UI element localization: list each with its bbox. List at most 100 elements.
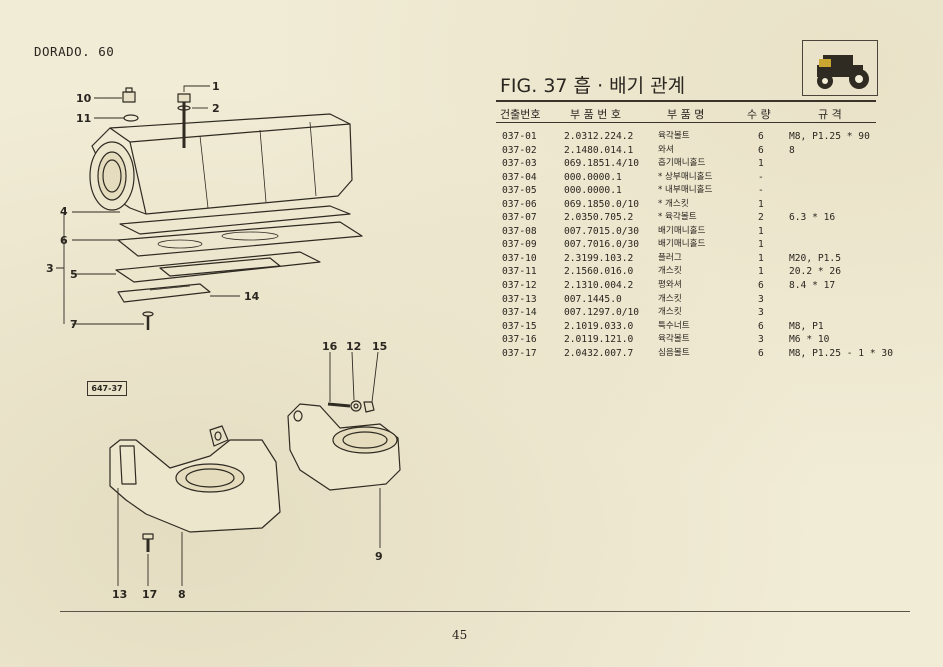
callout-15: 15 — [372, 340, 387, 353]
figure-ref-box: 647-37 — [87, 381, 127, 396]
model-label: DORADO. 60 — [34, 44, 115, 59]
callout-17: 16 — [322, 340, 338, 353]
table-row: 037-06 069.1850.0/10 * 개스킷 1 — [502, 198, 893, 212]
quantity-cell: 6 — [758, 131, 764, 142]
spec-cell: M6 * 10 — [789, 334, 830, 346]
spec-cell — [789, 293, 893, 307]
callout-4: 4 — [60, 205, 68, 218]
ref-no-cell: 037-06 — [502, 198, 537, 210]
table-row: 037-07 2.0350.705.2 * 육각볼트 2 6.3 * 16 — [502, 211, 893, 225]
part-name-cell: 평와셔 — [658, 280, 682, 291]
ref-no-cell: 037-03 — [502, 158, 537, 170]
part-name-cell: 특수너트 — [658, 320, 690, 331]
ref-no-cell: 037-13 — [502, 293, 537, 305]
spec-cell: M8, P1.25 - 1 * 30 — [789, 347, 893, 359]
header-part-no: 부 품 번 호 — [570, 108, 621, 121]
quantity-cell: 1 — [758, 198, 764, 210]
spec-cell: 8 — [789, 144, 795, 156]
spec-cell: 6.3 * 16 — [789, 212, 836, 224]
part-name-cell: * 개스킷 — [658, 198, 689, 209]
part-name-cell: * 육각볼트 — [658, 212, 697, 223]
ref-no-cell: 037-02 — [502, 144, 537, 156]
callout-16: 17 — [142, 588, 157, 601]
part-no-cell: 2.0312.224.2 — [564, 131, 634, 142]
figure-title: FIG. 37 흡 · 배기 관계 — [500, 75, 686, 97]
part-name-cell: 개스킷 — [658, 307, 682, 318]
quantity-cell: 6 — [758, 320, 764, 332]
part-name-cell: 흡기매니홀드 — [658, 158, 706, 169]
ref-no-cell: 037-14 — [502, 307, 537, 319]
ref-no-cell: 037-10 — [502, 252, 537, 264]
part-name-cell: * 상부매니홀드 — [658, 171, 713, 182]
quantity-cell: 6 — [758, 347, 764, 359]
spec-cell — [789, 171, 893, 185]
header-quantity: 수 량 — [747, 108, 771, 121]
ref-no-cell: 037-01 — [502, 131, 537, 142]
part-no-cell: 2.1019.033.0 — [564, 320, 634, 332]
callout-labels: 10 11 1 2 4 6 3 5 7 14 16 12 15 13 17 8 … — [46, 80, 387, 601]
tractor-icon — [802, 40, 878, 96]
quantity-cell: 2 — [758, 212, 764, 224]
callout-11: 11 — [76, 112, 91, 125]
part-no-cell: 2.1310.004.2 — [564, 280, 634, 292]
ref-no-cell: 037-15 — [502, 320, 537, 332]
part-no-cell: 069.1851.4/10 — [564, 158, 640, 170]
part-no-cell: 007.1297.0/10 — [564, 307, 640, 319]
header-ref-no: 건출번호 — [500, 108, 541, 121]
part-name-cell: 플러그 — [658, 252, 682, 263]
part-name-cell: 육각볼트 — [658, 131, 690, 141]
table-top-rule — [496, 100, 876, 102]
quantity-cell: 3 — [758, 334, 764, 346]
ref-no-cell: 037-07 — [502, 212, 537, 224]
footer-rule — [60, 611, 910, 612]
quantity-cell: 1 — [758, 158, 764, 170]
part-no-cell: 007.7016.0/30 — [564, 239, 640, 251]
quantity-cell: 6 — [758, 144, 764, 156]
ref-no-cell: 037-04 — [502, 171, 537, 183]
table-row: 037-15 2.1019.033.0 특수너트 6 M8, P1 — [502, 320, 893, 334]
part-no-cell: 2.0350.705.2 — [564, 212, 634, 224]
quantity-cell: 3 — [758, 293, 764, 305]
quantity-cell: 6 — [758, 280, 764, 292]
spec-cell: 8.4 * 17 — [789, 280, 836, 292]
part-name-cell: 배기매니홀드 — [658, 225, 706, 236]
part-no-cell: 2.1480.014.1 — [564, 144, 634, 156]
callout-12: 12 — [346, 340, 361, 353]
spec-cell: M20, P1.5 — [789, 252, 841, 264]
table-row: 037-03 069.1851.4/10 흡기매니홀드 1 — [502, 157, 893, 171]
quantity-cell: 1 — [758, 225, 764, 237]
spec-cell — [789, 184, 893, 198]
callout-1: 1 — [212, 80, 220, 93]
ref-no-cell: 037-11 — [502, 266, 537, 278]
quantity-cell: 1 — [758, 266, 764, 278]
callout-10: 10 — [76, 92, 92, 105]
spec-cell: M8, P1 — [789, 320, 824, 332]
spec-cell — [789, 306, 893, 320]
part-no-cell: 2.3199.103.2 — [564, 252, 634, 264]
part-no-cell: 2.1560.016.0 — [564, 266, 634, 278]
part-name-cell: 배기매니홀드 — [658, 239, 706, 250]
part-no-cell: 069.1850.0/10 — [564, 198, 640, 210]
spec-cell — [789, 225, 893, 239]
part-name-cell: 개스킷 — [658, 266, 682, 277]
spec-cell — [789, 238, 893, 252]
part-name-cell: 육각볼트 — [658, 334, 690, 345]
part-no-cell: 000.0000.1 — [564, 171, 622, 183]
callout-14: 14 — [244, 290, 260, 303]
callout-7: 7 — [70, 318, 78, 331]
callout-8: 8 — [178, 588, 186, 601]
page-number: 45 — [452, 628, 468, 642]
